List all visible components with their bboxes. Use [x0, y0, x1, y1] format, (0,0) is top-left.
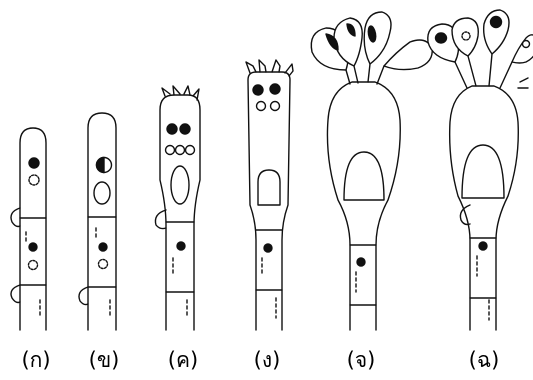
stage-f-sterigma: [489, 54, 492, 86]
stage-f-sterigma: [500, 62, 512, 88]
stage-e-basidium: [311, 12, 432, 330]
stage-label-b: (ข): [89, 344, 120, 377]
stage-b-basidium: [79, 113, 116, 330]
stage-a-nucleus-light: [29, 175, 39, 185]
stage-e-sterigma: [368, 64, 370, 82]
stage-d-sterigma: [259, 60, 266, 72]
stage-a-nucleus-dark: [29, 243, 37, 251]
stage-f-sterigma: [468, 56, 476, 86]
stage-c-vacuole: [171, 166, 189, 204]
stage-c-sterigma: [162, 88, 170, 96]
stage-a-nucleus-dark: [29, 158, 39, 168]
stage-c-clamp-connection: [155, 210, 166, 229]
stage-f-basidium: [428, 10, 533, 330]
stage-b-clamp-connection: [79, 287, 88, 305]
stage-d-nucleus-dark: [264, 244, 272, 252]
stage-d-nucleus-dark: [270, 84, 280, 94]
stage-f-cell-outline: [450, 86, 519, 330]
stage-d-basidium: [246, 60, 293, 330]
stage-c-nucleus-dark: [177, 242, 185, 250]
stage-d-nucleus-light: [257, 102, 266, 111]
stage-label-c: (ค): [168, 344, 198, 377]
stage-e-nucleus-dark: [357, 258, 365, 266]
stage-e-basidiospore: [384, 40, 432, 70]
stage-b-nucleus-dark: [99, 243, 107, 251]
stage-label-f: (ฉ): [469, 344, 500, 377]
stage-c-nucleus-dark: [167, 124, 177, 134]
stage-label-a: (ก): [21, 344, 50, 377]
stage-a-clamp-connection: [11, 208, 20, 227]
stage-b-nucleus-light: [99, 260, 108, 269]
stage-a-clamp-connection: [11, 285, 20, 303]
stage-d-cell-outline: [248, 72, 290, 330]
stage-a-basidium: [11, 128, 46, 330]
stage-d-vacuole: [258, 170, 280, 205]
stage-d-sterigma: [246, 62, 256, 73]
stage-c-nucleus-light: [186, 146, 195, 155]
stage-f-nucleus-dark: [479, 242, 487, 250]
stage-b-cell-outline: [88, 113, 116, 330]
stage-c-sterigma: [173, 86, 180, 95]
stage-label-e: (จ): [347, 344, 376, 377]
stage-d-sterigma: [272, 60, 280, 72]
stage-e-cell-outline: [327, 82, 400, 330]
stage-f-sterigma: [455, 62, 467, 88]
stage-e-sterigma: [346, 70, 350, 84]
stage-label-d: (ง): [254, 344, 281, 377]
stage-a-nucleus-light: [29, 261, 38, 270]
stage-e-sterigma: [354, 66, 358, 83]
stage-f-basidiospore: [512, 35, 533, 63]
stage-c-nucleus-dark: [180, 124, 190, 134]
stage-d-nucleus-dark: [253, 85, 263, 95]
stage-c-basidium: [155, 86, 200, 330]
stage-e-vacuole: [344, 152, 384, 200]
stage-e-sterigma: [377, 66, 384, 84]
stage-f-vacuole: [462, 145, 504, 198]
stage-d-nucleus-light: [271, 102, 280, 111]
stage-c-sterigma: [184, 86, 190, 95]
stage-c-nucleus-light: [176, 146, 185, 155]
stage-b-vacuole: [94, 182, 110, 204]
stage-e-basidiospore: [364, 12, 391, 64]
stage-c-nucleus-light: [166, 146, 175, 155]
